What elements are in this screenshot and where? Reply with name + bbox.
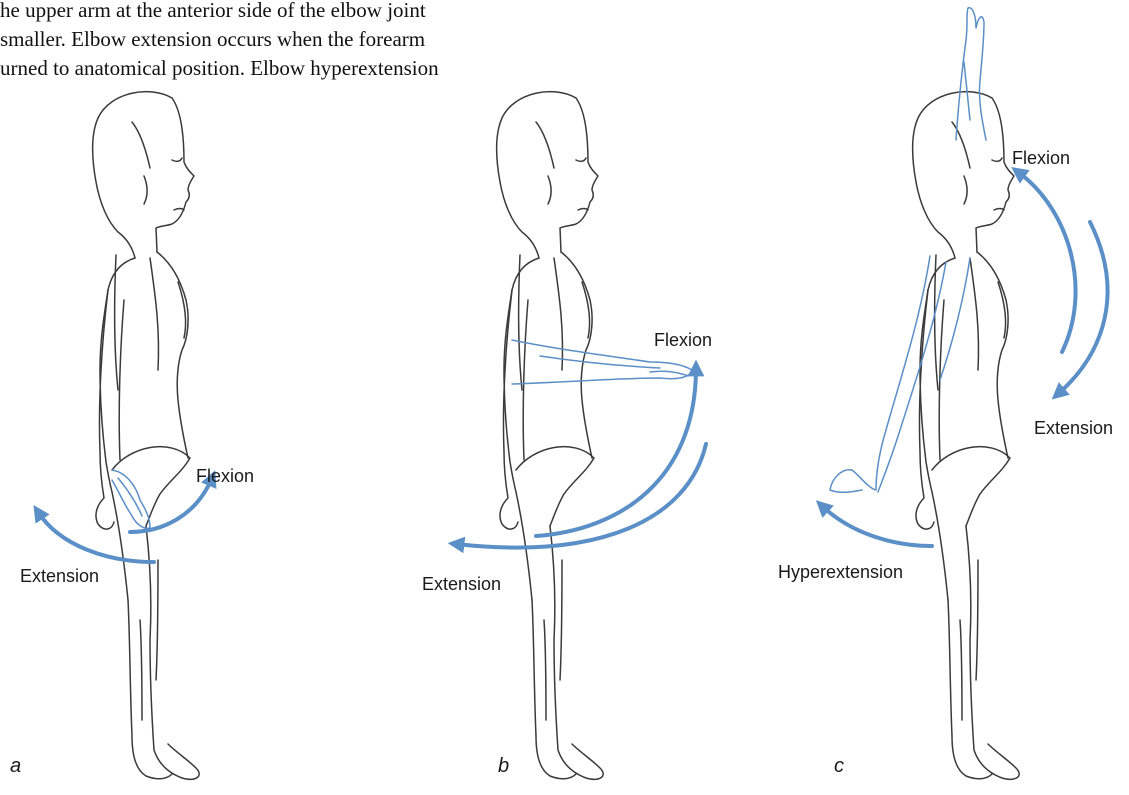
arrow-extension-c xyxy=(1058,222,1108,394)
label-flexion-b: Flexion xyxy=(654,330,712,350)
arrow-extension-b xyxy=(456,444,706,547)
figure-panel-a: Flexion Extension a xyxy=(10,92,254,780)
label-extension-c: Extension xyxy=(1034,418,1113,438)
label-extension-b: Extension xyxy=(422,574,501,594)
figure-panel-c: Flexion Extension Hyperextension c xyxy=(778,8,1113,780)
label-hyperextension-c: Hyperextension xyxy=(778,562,903,582)
label-flexion-c: Flexion xyxy=(1012,148,1070,168)
figure-panel-b: Flexion Extension b xyxy=(422,92,712,780)
panel-letter-a: a xyxy=(10,755,21,777)
arrow-flexion-c xyxy=(1018,172,1076,352)
arrow-hyperextension-c xyxy=(822,506,932,546)
panel-letter-b: b xyxy=(498,755,509,777)
woman-figure-c xyxy=(913,92,1020,780)
panel-letter-c: c xyxy=(834,755,844,777)
label-extension-a: Extension xyxy=(20,566,99,586)
woman-figure-b xyxy=(497,92,604,780)
woman-figure-a xyxy=(93,92,200,780)
label-flexion-a: Flexion xyxy=(196,466,254,486)
arrow-flexion-b xyxy=(536,368,696,536)
